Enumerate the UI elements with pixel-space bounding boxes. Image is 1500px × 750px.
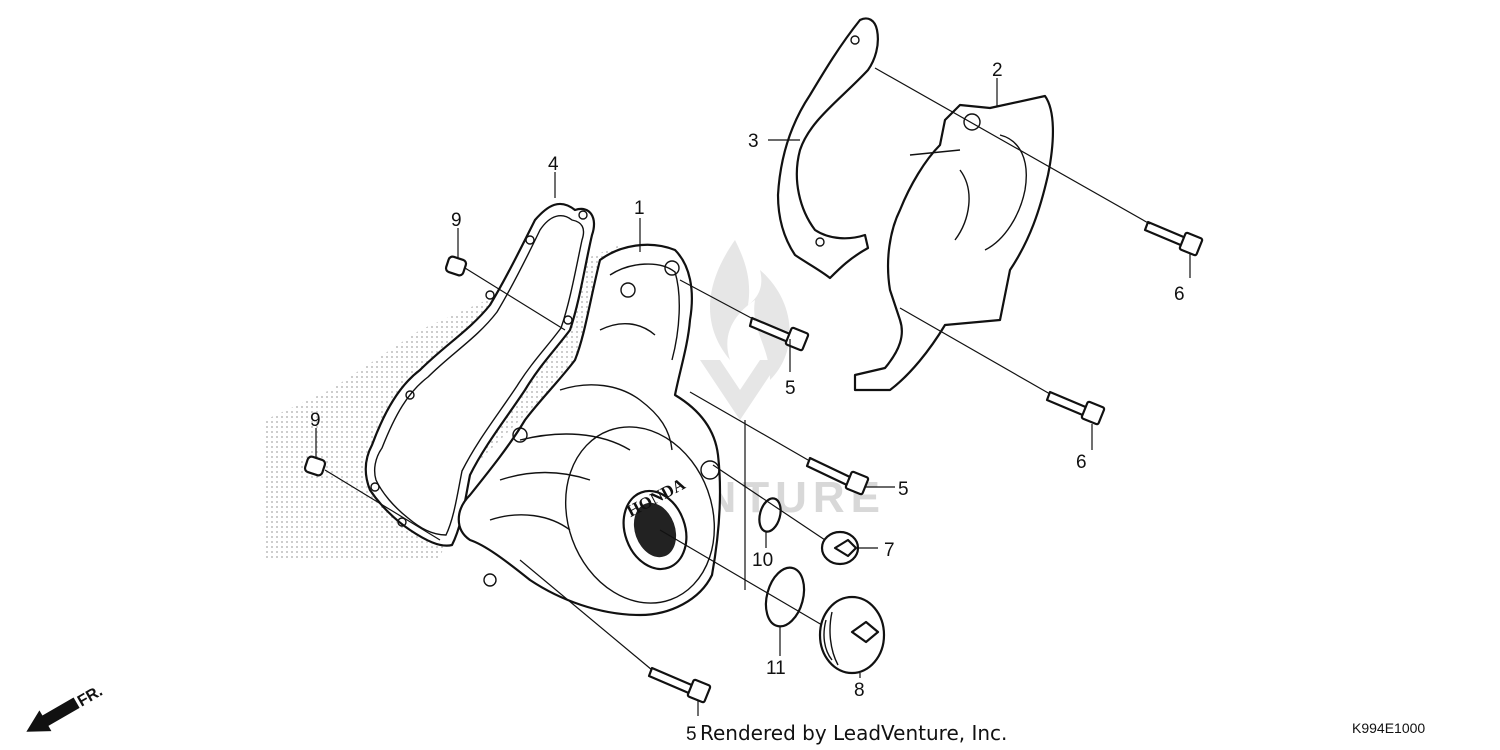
o-ring-part-11 (764, 566, 806, 628)
callout-6-upper: 6 (1174, 284, 1185, 305)
bolt-5-upper (748, 316, 810, 352)
callout-1: 1 (634, 198, 645, 219)
sprocket-cover-part-2 (853, 94, 1054, 392)
sprocket-cover-boss (963, 113, 981, 131)
bolt-6-lower (1045, 390, 1106, 426)
bolt-5-lower (647, 666, 712, 704)
gasket-part-4 (364, 202, 596, 547)
callout-5-middle: 5 (898, 479, 909, 500)
front-arrow-label: FR. (75, 683, 106, 711)
callout-3: 3 (748, 131, 759, 152)
callout-11: 11 (766, 658, 786, 679)
dowel-pin-9-lower (303, 455, 327, 477)
callout-5-upper: 5 (785, 378, 796, 399)
diagram-code: K994E1000 (1352, 720, 1425, 736)
rendered-by-footer: Rendered by LeadVenture, Inc. (700, 721, 1007, 745)
gasket-inner-edge (373, 214, 585, 536)
callout-4: 4 (548, 154, 559, 175)
callout-7: 7 (884, 540, 895, 561)
bolt-6-upper (1143, 220, 1204, 257)
callout-9-upper: 9 (451, 210, 462, 231)
bolt-5-middle (805, 456, 870, 496)
crankshaft-plug-part-8 (818, 595, 886, 675)
front-direction-arrow-icon: FR. (26, 683, 106, 732)
bracket-part-3 (776, 17, 879, 280)
sprocket-cover-rib (909, 134, 1027, 251)
watermark-v-mark (700, 360, 780, 420)
callout-2: 2 (992, 60, 1003, 81)
cover-rib-1 (559, 263, 680, 451)
flame-logo-icon (710, 240, 790, 380)
callout-5-lower: 5 (686, 724, 697, 745)
timing-plug-part-7 (820, 530, 860, 566)
cover-bosses (483, 260, 720, 587)
callout-6-lower: 6 (1076, 452, 1087, 473)
bracket-hole-bottom (815, 237, 825, 247)
cover-dome (564, 426, 716, 604)
callout-10: 10 (752, 550, 773, 571)
leader-lines (315, 67, 1191, 716)
dowel-pin-9-upper (444, 255, 468, 277)
crankshaft-hole-shadow (633, 502, 677, 558)
cover-rib-2 (489, 433, 631, 531)
callouts: 1 2 3 4 5 5 6 6 7 8 9 9 10 11 5 (310, 60, 1185, 745)
gasket-holes (370, 210, 588, 527)
callout-9-lower: 9 (310, 410, 321, 431)
callout-8: 8 (854, 680, 865, 701)
bracket-hole-top (850, 35, 860, 45)
